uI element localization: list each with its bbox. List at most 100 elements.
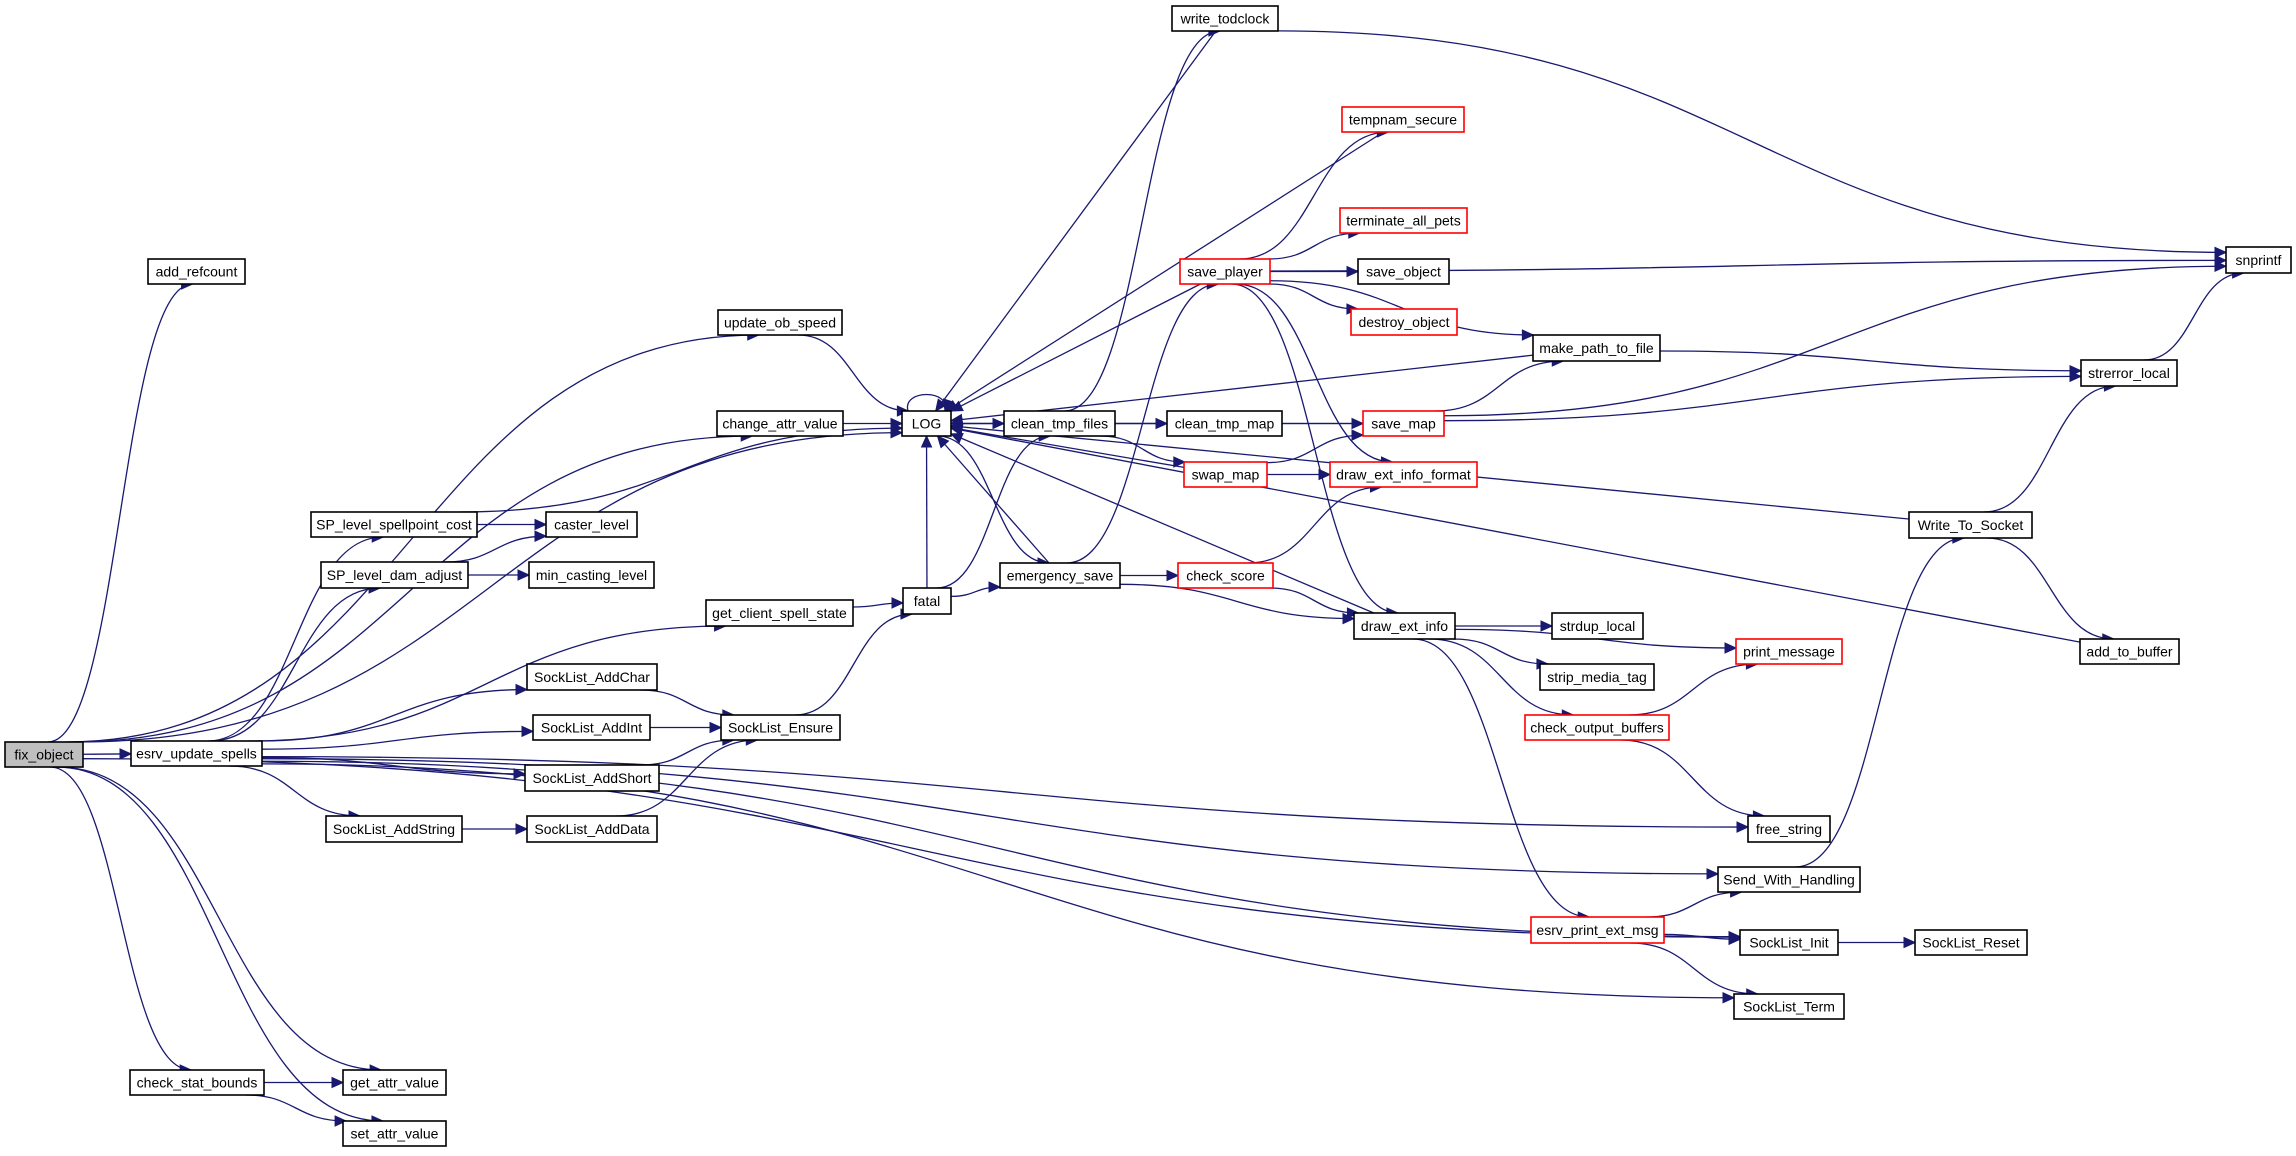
node-box[interactable]: [1341, 106, 1465, 133]
node-save_player[interactable]: save_player: [1179, 258, 1271, 285]
node-box[interactable]: [147, 258, 246, 285]
node-box[interactable]: [1717, 866, 1861, 893]
node-box[interactable]: [1350, 308, 1458, 336]
node-box[interactable]: [1003, 410, 1116, 437]
node-box[interactable]: [1329, 461, 1478, 488]
node-destroy_object[interactable]: destroy_object: [1350, 308, 1458, 336]
node-get_attr_value[interactable]: get_attr_value: [342, 1069, 447, 1096]
node-box[interactable]: [1179, 258, 1271, 285]
node-box[interactable]: [1177, 562, 1274, 589]
node-box[interactable]: [532, 714, 651, 741]
node-clean_tmp_files[interactable]: clean_tmp_files: [1003, 410, 1116, 437]
node-check_output_buffers[interactable]: check_output_buffers: [1524, 714, 1670, 741]
node-SockList_Ensure[interactable]: SockList_Ensure: [720, 714, 841, 741]
node-box[interactable]: [2225, 246, 2292, 274]
node-add_to_buffer[interactable]: add_to_buffer: [2079, 638, 2180, 665]
node-box[interactable]: [526, 815, 658, 843]
node-fatal[interactable]: fatal: [902, 587, 952, 615]
node-esrv_print_ext_msg[interactable]: esrv_print_ext_msg: [1530, 916, 1665, 944]
node-box[interactable]: [1183, 461, 1268, 488]
node-box[interactable]: [705, 599, 854, 627]
node-SP_level_dam_adjust[interactable]: SP_level_dam_adjust: [320, 561, 469, 589]
node-box[interactable]: [901, 410, 952, 437]
node-strerror_local[interactable]: strerror_local: [2080, 359, 2178, 387]
node-min_casting_level[interactable]: min_casting_level: [528, 561, 655, 589]
node-box[interactable]: [1166, 410, 1283, 437]
node-print_message[interactable]: print_message: [1735, 638, 1843, 665]
node-box[interactable]: [902, 587, 952, 615]
node-SockList_Init[interactable]: SockList_Init: [1739, 929, 1839, 956]
node-swap_map[interactable]: swap_map: [1183, 461, 1268, 488]
node-box[interactable]: [1353, 612, 1456, 640]
node-tempnam_secure[interactable]: tempnam_secure: [1341, 106, 1465, 133]
node-Write_To_Socket[interactable]: Write_To_Socket: [1908, 511, 2033, 539]
node-write_todclock[interactable]: write_todclock: [1171, 5, 1279, 32]
node-box[interactable]: [1735, 638, 1843, 665]
node-SockList_AddChar[interactable]: SockList_AddChar: [526, 663, 658, 691]
node-snprintf[interactable]: snprintf: [2225, 246, 2292, 274]
node-LOG[interactable]: LOG: [901, 410, 952, 437]
node-Send_With_Handling[interactable]: Send_With_Handling: [1717, 866, 1861, 893]
node-box[interactable]: [1733, 993, 1845, 1020]
node-strip_media_tag[interactable]: strip_media_tag: [1539, 663, 1655, 691]
node-clean_tmp_map[interactable]: clean_tmp_map: [1166, 410, 1283, 437]
node-terminate_all_pets[interactable]: terminate_all_pets: [1339, 207, 1468, 234]
node-box[interactable]: [1524, 714, 1670, 741]
node-set_attr_value[interactable]: set_attr_value: [342, 1120, 447, 1147]
node-save_object[interactable]: save_object: [1357, 258, 1450, 285]
node-box[interactable]: [1739, 929, 1839, 956]
node-box[interactable]: [342, 1069, 447, 1096]
node-fix_object[interactable]: fix_object: [4, 741, 84, 768]
node-SockList_AddData[interactable]: SockList_AddData: [526, 815, 658, 843]
node-free_string[interactable]: free_string: [1747, 815, 1831, 843]
node-box[interactable]: [1908, 511, 2033, 539]
node-box[interactable]: [526, 663, 658, 691]
node-SP_level_spellpoint_cost[interactable]: SP_level_spellpoint_cost: [310, 511, 478, 538]
node-box[interactable]: [717, 309, 843, 336]
node-draw_ext_info_format[interactable]: draw_ext_info_format: [1329, 461, 1478, 488]
node-box[interactable]: [524, 764, 660, 792]
node-box[interactable]: [1339, 207, 1468, 234]
node-save_map[interactable]: save_map: [1362, 410, 1445, 437]
node-get_client_spell_state[interactable]: get_client_spell_state: [705, 599, 854, 627]
node-box[interactable]: [4, 741, 84, 768]
node-box[interactable]: [1357, 258, 1450, 285]
node-SockList_Term[interactable]: SockList_Term: [1733, 993, 1845, 1020]
node-box[interactable]: [320, 561, 469, 589]
node-box[interactable]: [1551, 612, 1644, 640]
node-SockList_AddShort[interactable]: SockList_AddShort: [524, 764, 660, 792]
node-check_stat_bounds[interactable]: check_stat_bounds: [129, 1069, 265, 1096]
node-box[interactable]: [325, 815, 463, 843]
node-draw_ext_info[interactable]: draw_ext_info: [1353, 612, 1456, 640]
node-box[interactable]: [129, 1069, 265, 1096]
node-SockList_AddString[interactable]: SockList_AddString: [325, 815, 463, 843]
node-box[interactable]: [1171, 5, 1279, 32]
node-box[interactable]: [528, 561, 655, 589]
node-box[interactable]: [1747, 815, 1831, 843]
node-box[interactable]: [999, 562, 1121, 589]
node-box[interactable]: [2080, 359, 2178, 387]
node-box[interactable]: [130, 740, 263, 767]
node-SockList_AddInt[interactable]: SockList_AddInt: [532, 714, 651, 741]
node-caster_level[interactable]: caster_level: [545, 511, 638, 538]
node-SockList_Reset[interactable]: SockList_Reset: [1914, 929, 2028, 956]
node-change_attr_value[interactable]: change_attr_value: [716, 410, 844, 437]
node-box[interactable]: [2079, 638, 2180, 665]
node-box[interactable]: [1914, 929, 2028, 956]
node-box[interactable]: [545, 511, 638, 538]
node-check_score[interactable]: check_score: [1177, 562, 1274, 589]
node-emergency_save[interactable]: emergency_save: [999, 562, 1121, 589]
node-box[interactable]: [1362, 410, 1445, 437]
node-box[interactable]: [342, 1120, 447, 1147]
node-add_refcount[interactable]: add_refcount: [147, 258, 246, 285]
node-box[interactable]: [1532, 334, 1661, 362]
node-strdup_local[interactable]: strdup_local: [1551, 612, 1644, 640]
node-box[interactable]: [720, 714, 841, 741]
node-esrv_update_spells[interactable]: esrv_update_spells: [130, 740, 263, 767]
node-box[interactable]: [1530, 916, 1665, 944]
node-update_ob_speed[interactable]: update_ob_speed: [717, 309, 843, 336]
node-box[interactable]: [310, 511, 478, 538]
node-box[interactable]: [716, 410, 844, 437]
node-box[interactable]: [1539, 663, 1655, 691]
node-make_path_to_file[interactable]: make_path_to_file: [1532, 334, 1661, 362]
